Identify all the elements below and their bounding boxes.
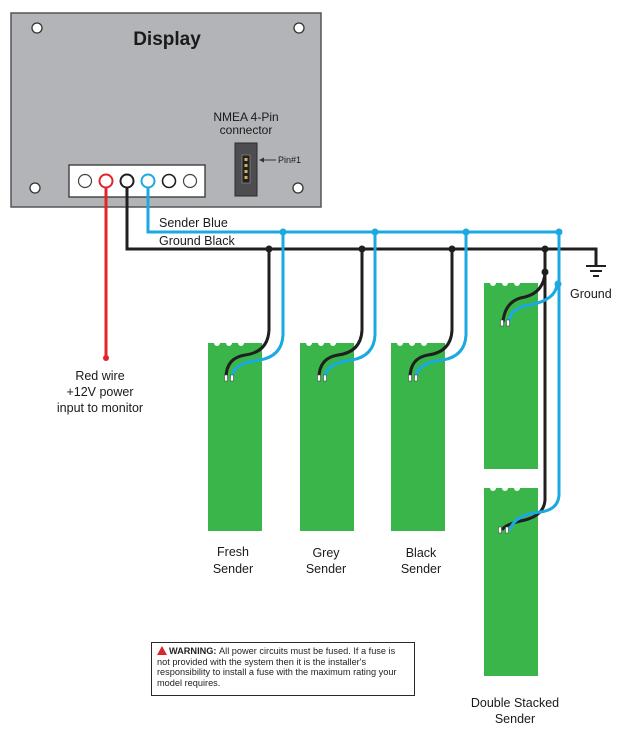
- nmea-pin: [244, 176, 248, 179]
- sender-double-label-2: Sender: [495, 712, 535, 726]
- warning-title: WARNING:: [169, 646, 217, 656]
- pin-arrowhead: [259, 157, 264, 163]
- mount-hole: [292, 182, 304, 194]
- pin-label: Pin#1: [278, 155, 301, 165]
- terminal: [182, 173, 198, 189]
- mount-hole: [293, 22, 305, 34]
- terminal-black: [119, 173, 135, 189]
- terminal-red: [98, 173, 114, 189]
- sender-fresh-label-1: Fresh: [217, 545, 249, 559]
- sender-blue-label: Sender Blue: [159, 216, 228, 230]
- nmea-pin: [244, 158, 248, 161]
- sender-black-label-2: Sender: [401, 562, 441, 576]
- sender-fresh-label-2: Sender: [213, 562, 253, 576]
- warning-icon: [157, 646, 167, 655]
- terminal: [161, 173, 177, 189]
- sender-grey: [300, 228, 379, 531]
- red-wire-label-3: input to monitor: [57, 401, 143, 415]
- mount-hole: [29, 182, 41, 194]
- red-wire-end: [103, 355, 109, 361]
- ground-black-label: Ground Black: [159, 234, 235, 248]
- ground-label: Ground: [570, 287, 612, 301]
- sender-black: [391, 228, 470, 531]
- red-wire-label-2: +12V power: [66, 385, 133, 399]
- sender-grey-label-2: Sender: [306, 562, 346, 576]
- sender-double-label-1: Double Stacked: [471, 696, 559, 710]
- display-title: Display: [133, 29, 201, 50]
- mount-hole: [31, 22, 43, 34]
- sender-double-stacked: [484, 228, 563, 676]
- sender-grey-label-1: Grey: [312, 546, 340, 560]
- red-wire-label-1: Red wire: [75, 369, 124, 383]
- nmea-label-2: connector: [220, 123, 273, 137]
- sender-black-label-1: Black: [406, 546, 437, 560]
- terminal: [77, 173, 93, 189]
- nmea-label-1: NMEA 4-Pin: [213, 110, 278, 124]
- nmea-pin: [244, 170, 248, 173]
- warning-box: WARNING: All power circuits must be fuse…: [151, 642, 415, 696]
- sender-blue-bus: [146, 188, 560, 234]
- sender-fresh: [208, 228, 287, 531]
- warning-text: All power circuits must be fused. If a f…: [157, 646, 397, 688]
- nmea-pin: [244, 164, 248, 167]
- nmea-socket: [241, 154, 251, 184]
- terminal-blue: [140, 173, 156, 189]
